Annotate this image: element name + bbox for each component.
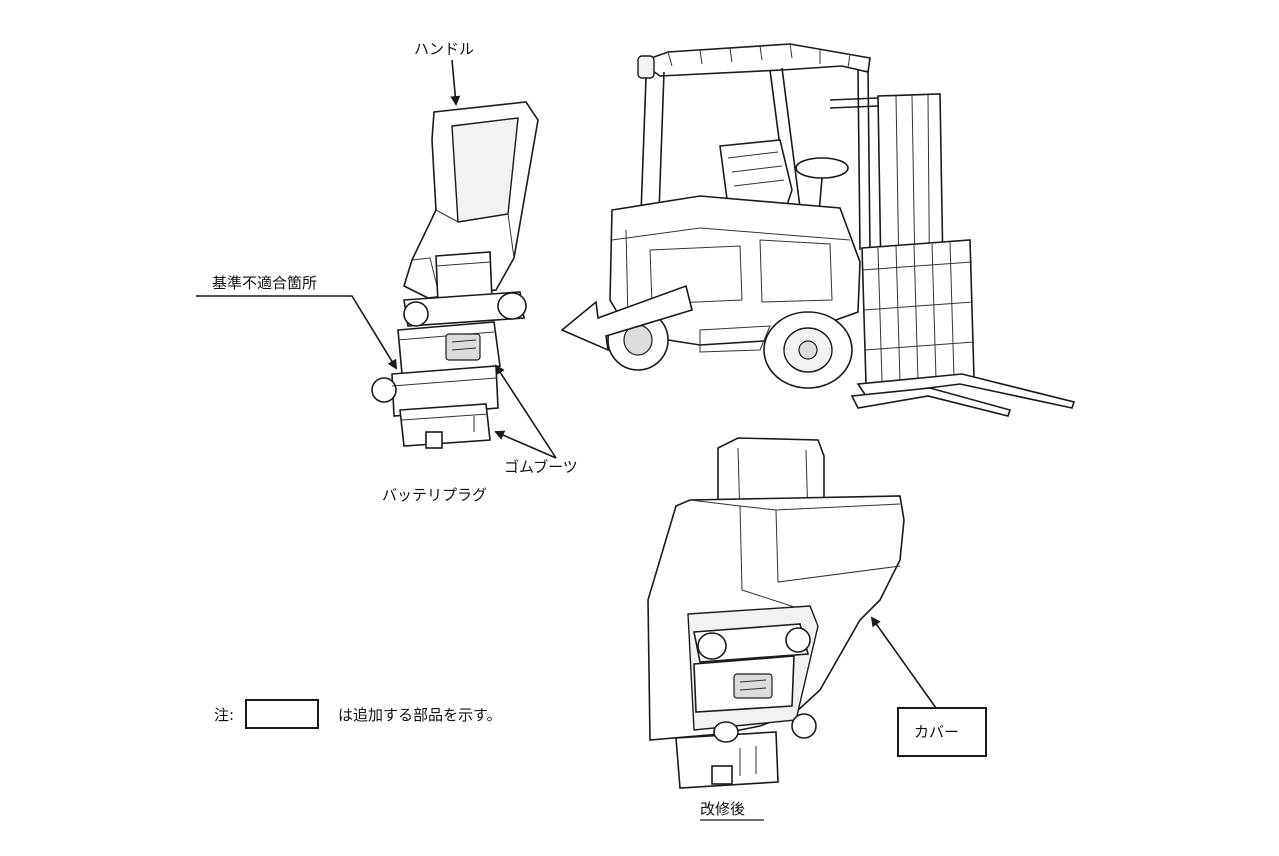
cover-label-box: [897, 707, 987, 757]
note-prefix: 注:: [214, 706, 235, 724]
cover-label: カバー: [914, 723, 960, 741]
handle-leader: [450, 59, 461, 106]
forklift-illustration: [607, 43, 1076, 417]
rubber-boot-label: ゴムブーツ: [504, 458, 578, 476]
cover-leader: [870, 616, 937, 709]
modified-plug-illustration: [647, 437, 905, 789]
note-legend-box: [245, 699, 319, 729]
boot-leader-upper: [494, 364, 557, 459]
note-text: は追加する部品を示す。: [338, 706, 502, 724]
battery-plug-label: バッテリプラグ: [382, 486, 488, 504]
boot-leader-lower: [494, 430, 557, 459]
after-modification-label: 改修後: [700, 800, 746, 818]
reference-arrow: [560, 284, 693, 352]
defect-location-label: 基準不適合箇所: [212, 274, 318, 292]
handle-label: ハンドル: [414, 40, 475, 58]
battery-plug-illustration: [371, 101, 539, 449]
defect-leader: [196, 295, 398, 370]
